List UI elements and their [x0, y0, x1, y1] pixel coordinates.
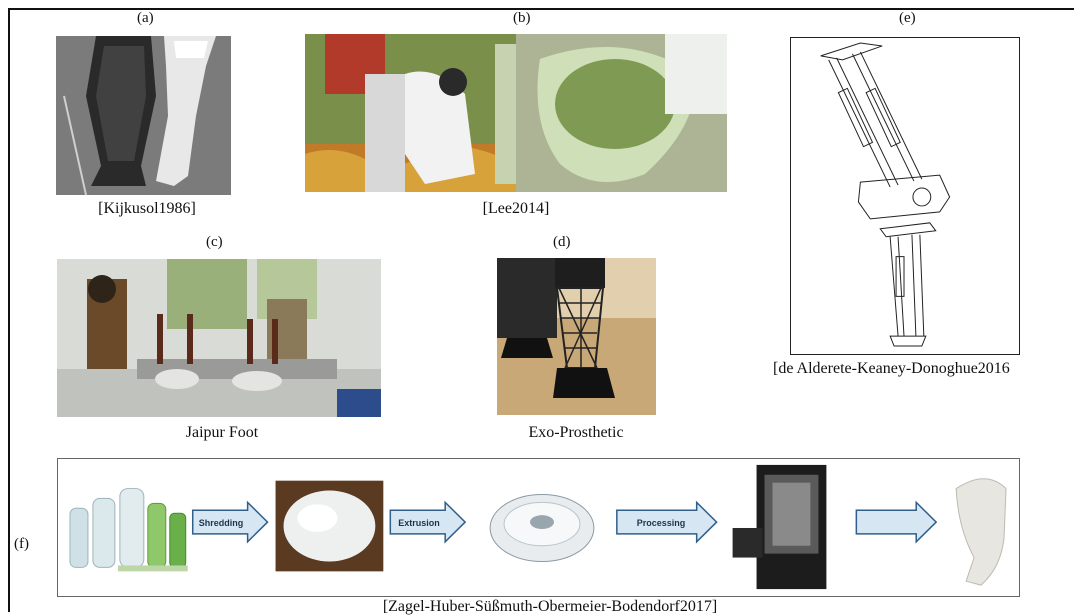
process-step-extrusion: Extrusion: [398, 518, 440, 528]
arrow-shape: [191, 500, 269, 544]
panel-e-caption: [de Alderete-Keaney-Donoghue2016: [773, 360, 1010, 377]
panel-d-label: (d): [553, 234, 571, 250]
panel-b-caption: [Lee2014]: [482, 200, 550, 217]
panel-a-photo: [56, 36, 231, 195]
arrow-shape: [855, 500, 938, 544]
panel-f-label: (f): [14, 536, 29, 552]
process-step-processing: Processing: [636, 518, 686, 528]
panel-b-label: (b): [513, 10, 531, 26]
panel-a-label: (a): [137, 10, 154, 26]
panel-d-photo: [497, 258, 656, 415]
arrow-shape: [616, 500, 718, 544]
arrow-shape: [389, 500, 467, 544]
panel-f-process: Shredding Extrusion Processing: [57, 458, 1020, 597]
panel-b-photo: [305, 34, 727, 192]
panel-c-label: (c): [206, 234, 223, 250]
panel-f-caption: [Zagel-Huber-Süßmuth-Obermeier-Bodendorf…: [382, 598, 718, 615]
panel-e-drawing: [790, 37, 1020, 355]
panel-d-caption: Exo-Prosthetic: [528, 424, 624, 441]
panel-a-caption: [Kijkusol1986]: [98, 200, 196, 217]
panel-c-photo: [57, 259, 381, 417]
figure-frame: [8, 8, 1074, 612]
process-step-shredding: Shredding: [198, 518, 244, 528]
panel-e-label: (e): [899, 10, 916, 26]
panel-c-caption: Jaipur Foot: [185, 424, 259, 441]
bottles-image: [69, 488, 188, 572]
